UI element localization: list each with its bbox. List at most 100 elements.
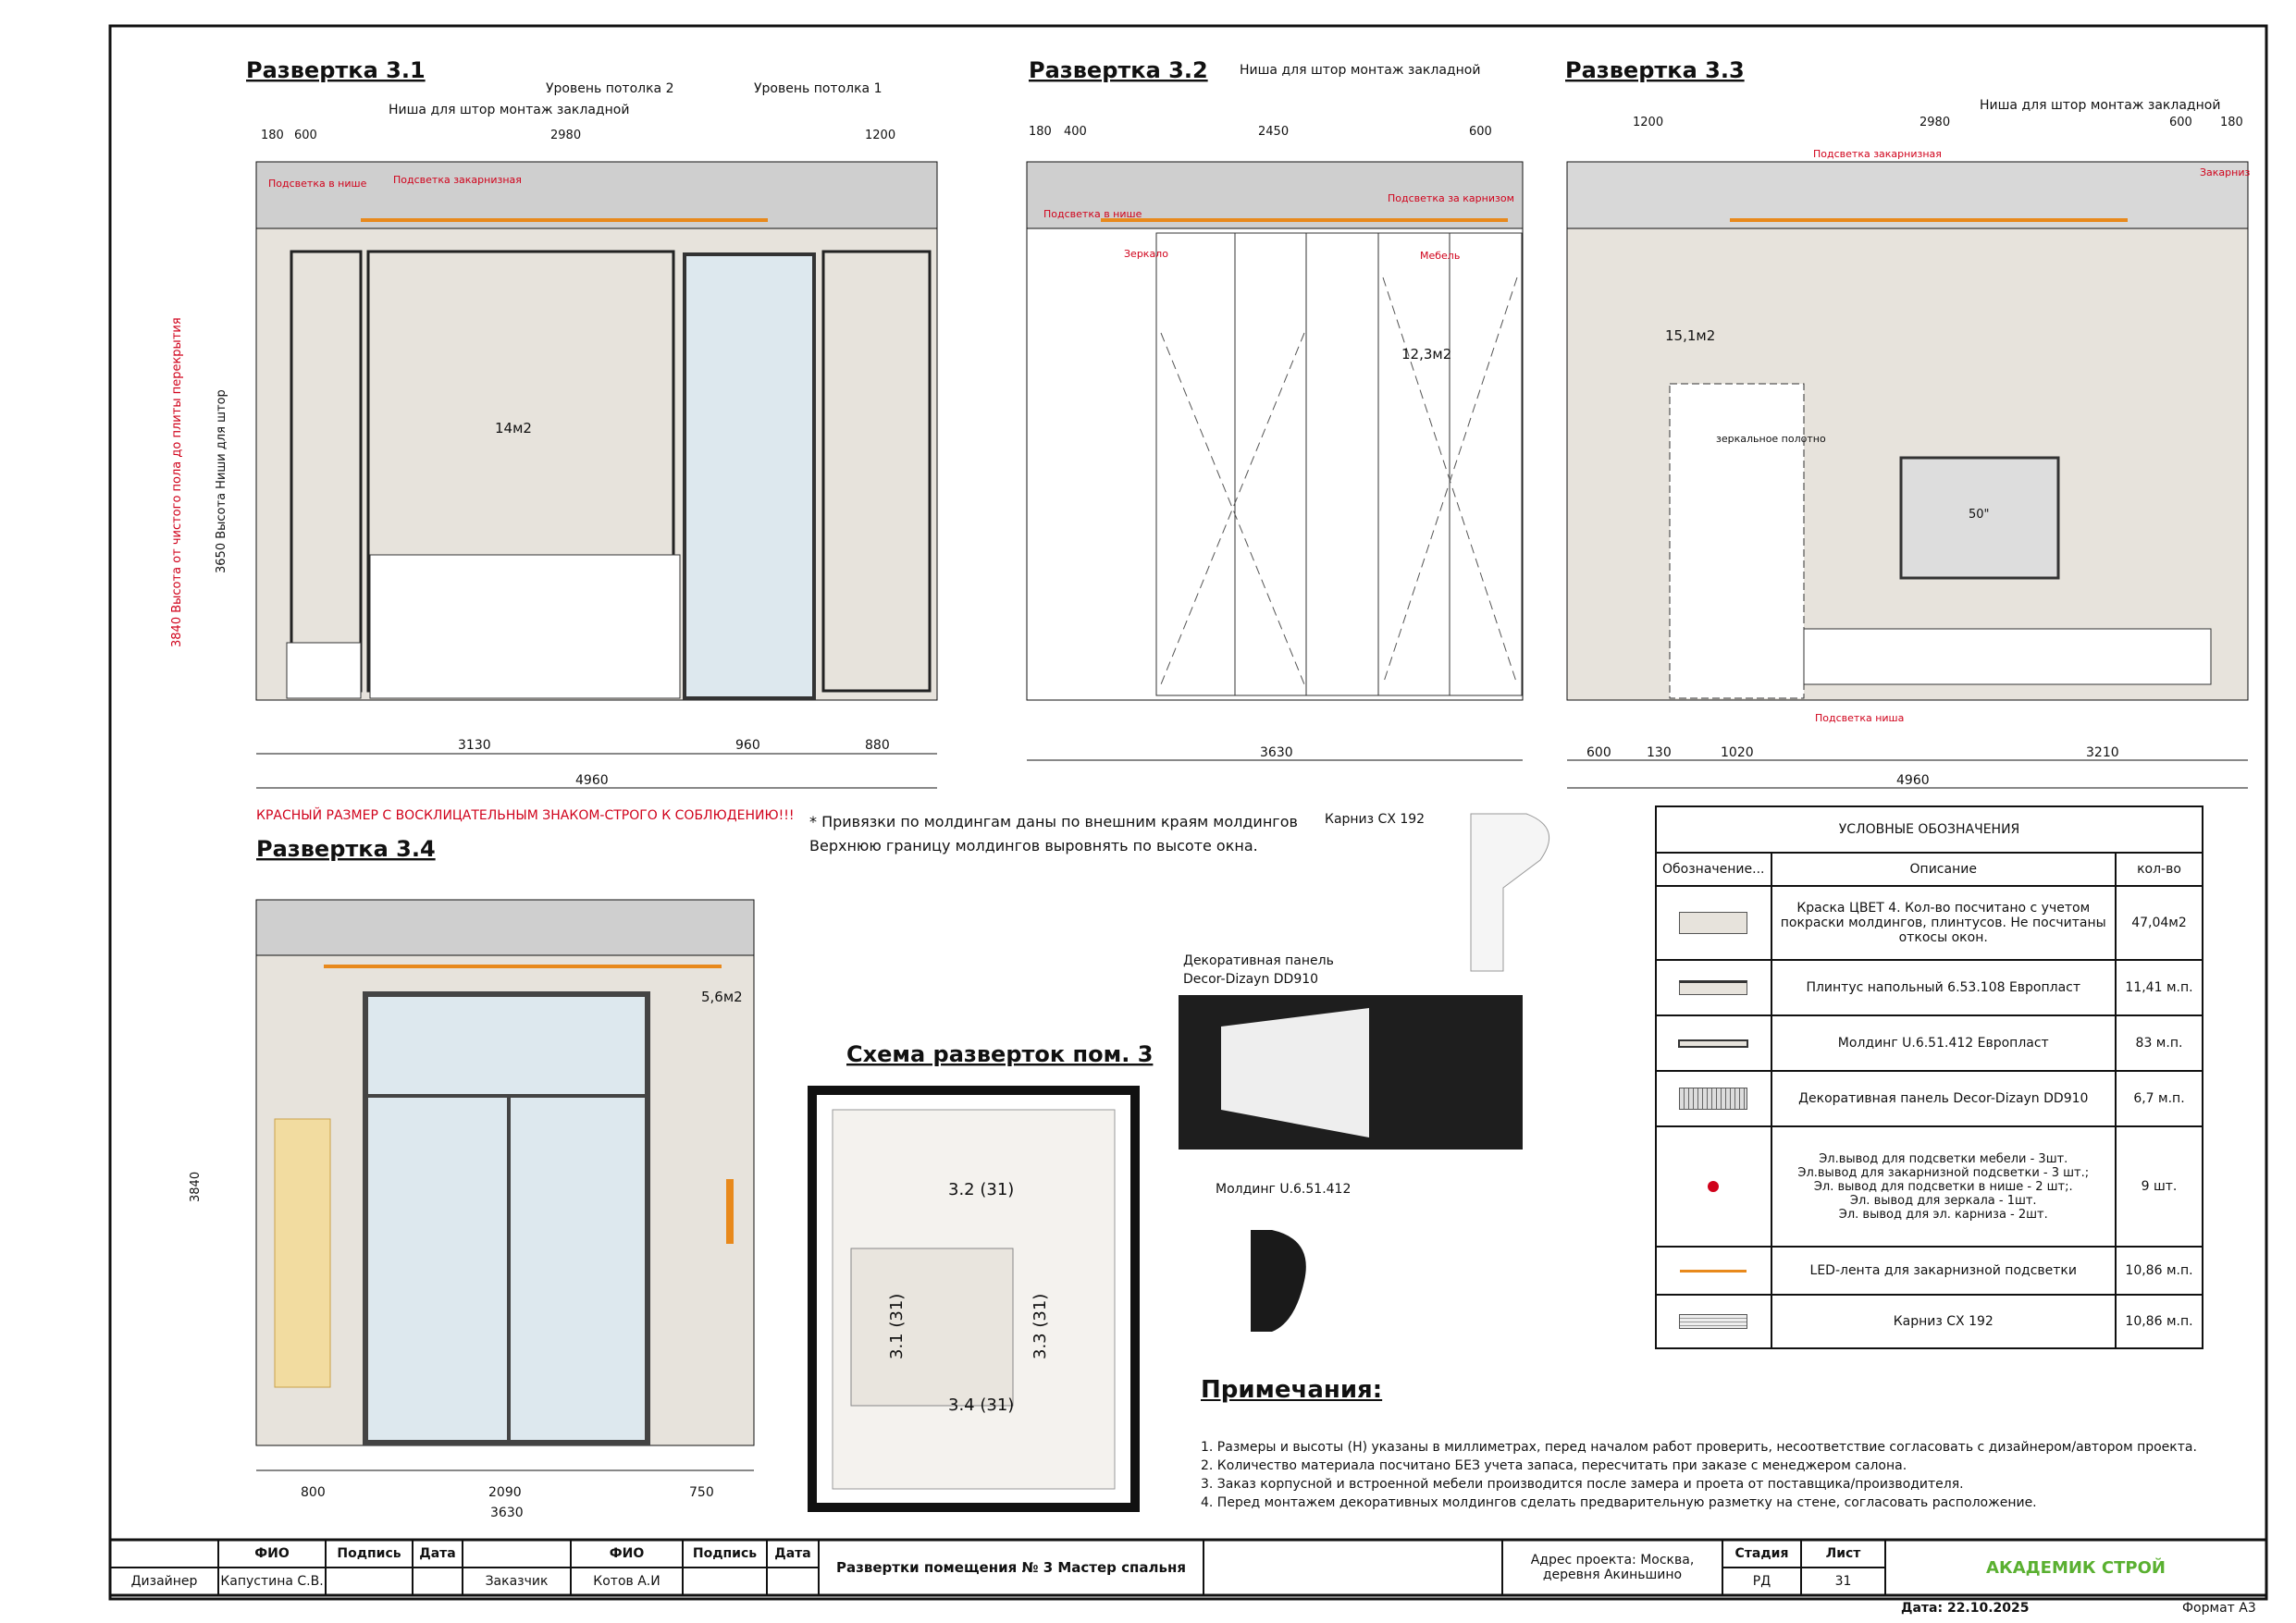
legend-desc: Краска ЦВЕТ 4. Кол-во посчитано с учетом… (1770, 885, 2117, 961)
view-title: Развертка 3.1 (246, 57, 426, 83)
room-scheme-plan: Схема разверток пом. 3 3.2 (31) 3.1 (31)… (808, 1041, 1153, 1512)
dimension: 400 (1064, 125, 1087, 139)
legend-qty: 47,04м2 (2115, 885, 2203, 961)
legend-desc: Молдинг U.6.51.412 Европласт (1770, 1014, 2117, 1072)
dimension: 960 (735, 738, 760, 753)
legend-row: LED-лента для закарнизной подсветки 10,8… (1655, 1246, 2203, 1296)
dimension: 600 (1469, 125, 1492, 139)
annotation: Подсветка за карнизом (1388, 192, 1514, 204)
legend-desc: Плинтус напольный 6.53.108 Европласт (1770, 959, 2117, 1016)
legend-table: УСЛОВНЫЕ ОБОЗНАЧЕНИЯ Обозначение... Опис… (1655, 805, 2203, 1349)
annotation: Мебель (1420, 250, 1460, 262)
note-item: 4. Перед монтажем декоративных молдингов… (1201, 1495, 2037, 1510)
molding-icon (1678, 1039, 1749, 1048)
legend-header: Обозначение... (1655, 852, 1772, 887)
legend-row: Краска ЦВЕТ 4. Кол-во посчитано с учетом… (1655, 885, 2203, 961)
annotation: 3650 Высота Ниши для штор (215, 389, 228, 573)
dimension: 600 (294, 129, 317, 142)
legend-row: Карниз СХ 192 10,86 м.п. (1655, 1294, 2203, 1349)
dimension: 2090 (488, 1485, 522, 1500)
legend-row: Эл.вывод для подсветки мебели - 3шт. Эл.… (1655, 1125, 2203, 1248)
legend-desc: Эл.вывод для подсветки мебели - 3шт. Эл.… (1770, 1125, 2117, 1248)
dimension: 2980 (550, 129, 581, 142)
tb-date-header: Дата (419, 1546, 456, 1561)
scheme-mark: 3.1 (31) (887, 1294, 907, 1359)
note-item: 3. Заказ корпусной и встроенной мебели п… (1201, 1477, 1964, 1492)
dimension: 1020 (1721, 745, 1754, 760)
legend-row: Молдинг U.6.51.412 Европласт 83 м.п. (1655, 1014, 2203, 1072)
tb-stage: РД (1752, 1574, 1771, 1589)
elevation-3-4: Развертка 3.4 5,6м2 3840 800 2090 750 36… (189, 836, 755, 1520)
cornice-profile-image (1470, 813, 1549, 972)
led-strip-icon (1680, 1269, 1747, 1273)
tb-sign-header: Подпись (337, 1546, 401, 1561)
annotation: зеркальное полотно (1716, 433, 1826, 445)
dimension: 3630 (490, 1506, 524, 1520)
legend-title: УСЛОВНЫЕ ОБОЗНАЧЕНИЯ (1655, 805, 2203, 854)
molding-profile-image (1251, 1230, 1306, 1332)
note-text: Верхнюю границу молдингов выровнять по в… (809, 837, 1258, 855)
dimension: 3630 (1260, 745, 1293, 760)
annotation: 3840 Высота от чистого пола до плиты пер… (170, 317, 184, 647)
tb-sheet-number: 31 (1834, 1574, 1852, 1589)
legend-qty: 9 шт. (2115, 1125, 2203, 1248)
annotation: Подсветка закарнизная (393, 174, 522, 186)
note-item: 2. Количество материала посчитано БЕЗ уч… (1201, 1458, 1907, 1473)
decor-panel-icon (1679, 1088, 1748, 1110)
annotation: Закарниз (2200, 166, 2251, 178)
annotation: Подсветка ниша (1815, 712, 1904, 724)
tb-address: Адрес проекта: Москва, деревня Акиньшино (1530, 1553, 1695, 1582)
dimension: 2450 (1258, 125, 1289, 139)
dimension: 3840 (189, 1172, 203, 1202)
dimension: 600 (1586, 745, 1611, 760)
legend-header: кол-во (2115, 852, 2203, 887)
company-logo: АКАДЕМИК СТРОЙ (1986, 1557, 2166, 1578)
annotation: Зеркало (1124, 248, 1168, 260)
annotation: Уровень потолка 1 (754, 81, 882, 96)
tb-date-header: Дата (774, 1546, 811, 1561)
legend-qty: 10,86 м.п. (2115, 1294, 2203, 1349)
dimension: 4960 (575, 773, 609, 788)
dimension: 3130 (458, 738, 491, 753)
dimension: 1200 (1633, 116, 1663, 129)
tb-sheet-header: Лист (1825, 1546, 1861, 1561)
legend-row: Плинтус напольный 6.53.108 Европласт 11,… (1655, 959, 2203, 1016)
annotation: Ниша для штор монтаж закладной (389, 103, 629, 117)
scheme-mark: 3.4 (31) (948, 1396, 1014, 1415)
note-text: * Привязки по молдингам даны по внешним … (809, 813, 1298, 830)
annotation: 50" (1969, 508, 1990, 522)
warning-text: КРАСНЫЙ РАЗМЕР С ВОСКЛИЦАТЕЛЬНЫМ ЗНАКОМ-… (256, 806, 794, 823)
tb-sign-header: Подпись (692, 1546, 758, 1561)
annotation: Подсветка в нише (268, 178, 367, 190)
area-label: 15,1м2 (1665, 327, 1715, 344)
legend-qty: 6,7 м.п. (2115, 1070, 2203, 1127)
dimension: 180 (261, 129, 284, 142)
sheet-format: Формат А3 (2182, 1601, 2256, 1616)
dimension: 880 (865, 738, 890, 753)
elevation-3-2: Развертка 3.2 12,3м2 Ниша для штор монта… (1026, 57, 1524, 761)
molding-label: Молдинг U.6.51.412 (1216, 1182, 1351, 1197)
tb-client-role: Заказчик (485, 1574, 549, 1589)
annotation: Ниша для штор монтаж закладной (1240, 63, 1480, 78)
scheme-title: Схема разверток пом. 3 (846, 1041, 1153, 1067)
annotation: Подсветка закарнизная (1813, 148, 1942, 160)
dimension: 130 (1647, 745, 1672, 760)
annotation: Подсветка в нише (1043, 208, 1142, 220)
tb-designer-role: Дизайнер (130, 1574, 198, 1589)
electrical-outlet-icon (1708, 1181, 1720, 1192)
area-label: 5,6м2 (701, 989, 743, 1005)
panel-label: Decor-Dizayn DD910 (1183, 972, 1318, 987)
area-label: 12,3м2 (1401, 346, 1451, 363)
legend-qty: 10,86 м.п. (2115, 1246, 2203, 1296)
tb-client-name: Котов А.И (593, 1574, 660, 1589)
cornice-icon (1679, 1314, 1748, 1329)
legend-qty: 11,41 м.п. (2115, 959, 2203, 1016)
tb-fio-header: ФИО (254, 1546, 290, 1561)
legend-desc: Декоративная панель Decor-Dizayn DD910 (1770, 1070, 2117, 1127)
paint-swatch-icon (1679, 912, 1748, 934)
notes-list: 1. Размеры и высоты (Н) указаны в миллим… (1201, 1438, 2197, 1512)
tb-designer-name: Капустина С.В. (220, 1574, 324, 1589)
plinth-icon (1679, 980, 1748, 995)
annotation: Уровень потолка 2 (546, 81, 673, 96)
elevation-3-1: Развертка 3.1 14м2 Ниша для штор монтаж … (170, 57, 938, 789)
